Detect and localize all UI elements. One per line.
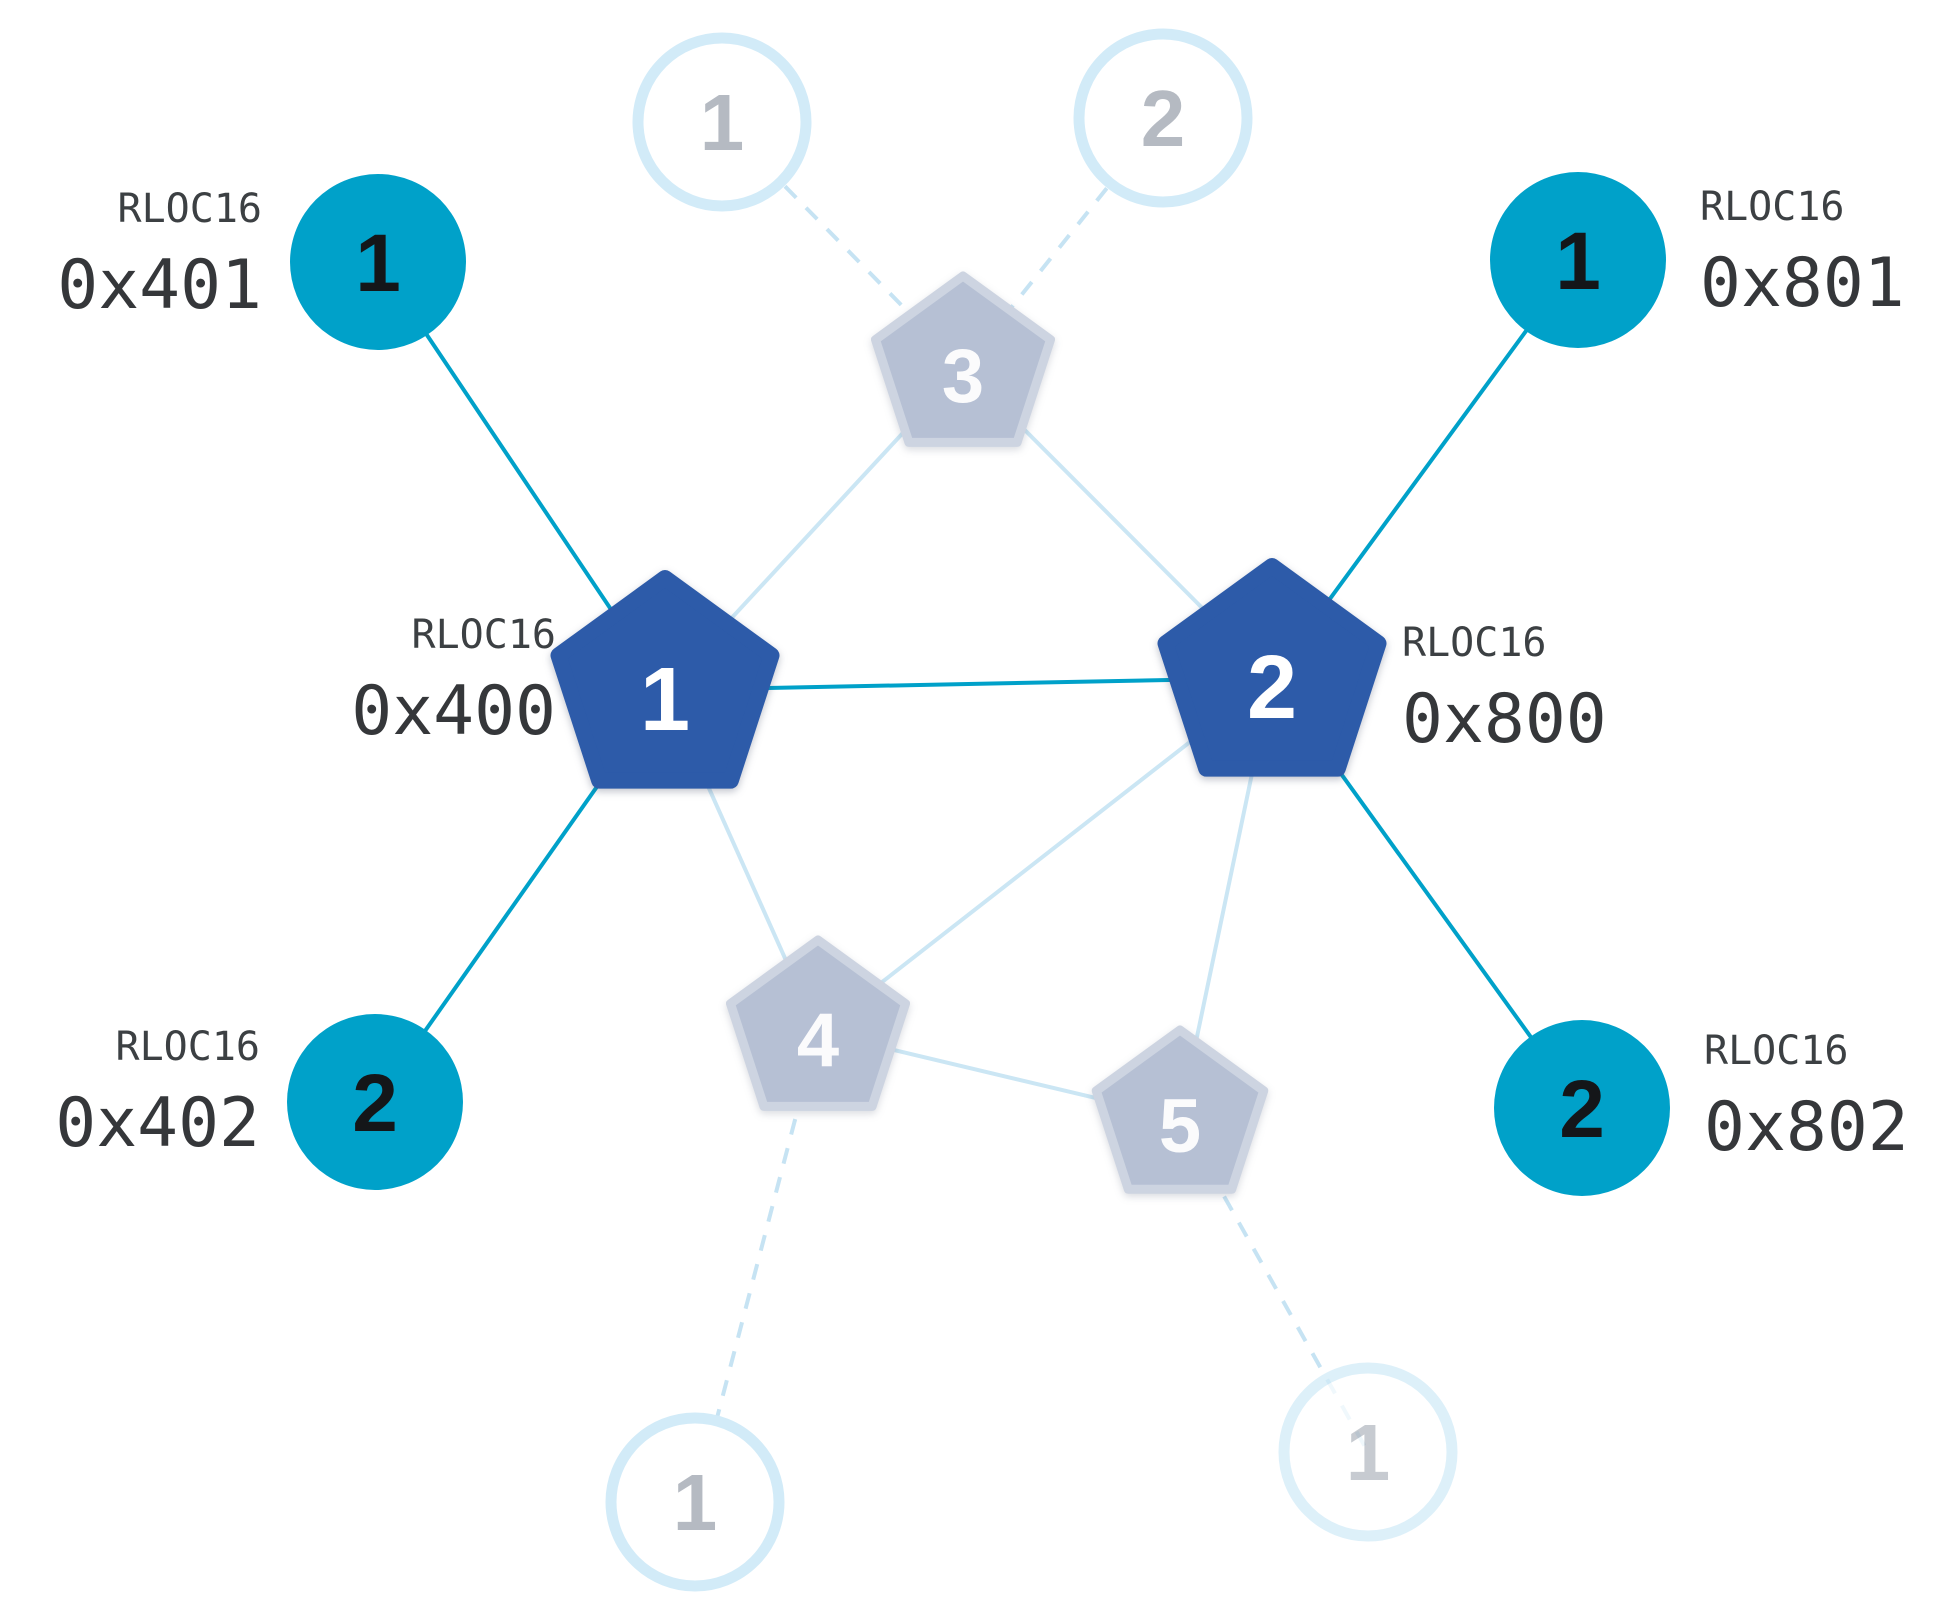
rloc16-caption: RLOC16 [118, 186, 263, 232]
rloc-label-router-0x800: RLOC16 0x800 [1402, 620, 1607, 759]
child-circle [290, 174, 466, 350]
inactive-router-pentagon [726, 935, 910, 1111]
inactive-router-label: 5 [1159, 1084, 1201, 1169]
inactive-child-label: 1 [1346, 1408, 1391, 1497]
rloc16-caption: RLOC16 [1402, 620, 1547, 666]
router-label: 1 [640, 650, 690, 750]
inactive-child-node-bottom-right: 1 [1278, 1362, 1458, 1542]
rloc-label-child-0x801: RLOC16 0x801 [1700, 184, 1905, 323]
inactive-router-pentagon [871, 271, 1055, 447]
child-node-0x801: 1 [1490, 172, 1666, 348]
child-circle [1494, 1020, 1670, 1196]
rloc16-value: 0x802 [1704, 1088, 1909, 1167]
inactive-router-node-4: 4 [726, 935, 910, 1111]
rloc-label-router-0x400: RLOC16 0x400 [351, 612, 556, 751]
child-label: 1 [355, 218, 401, 309]
rloc16-caption: RLOC16 [1700, 184, 1845, 230]
inactive-child-node-top-left: 1 [632, 32, 812, 212]
router-pentagon [550, 570, 780, 789]
rloc16-value: 0x401 [57, 246, 262, 325]
router-pentagon [1157, 558, 1387, 777]
child-node-0x401: 1 [290, 174, 466, 350]
inactive-router-label: 4 [797, 998, 839, 1083]
link-dashed-child2tr-router3 [961, 116, 1165, 370]
child-node-0x402: 2 [287, 1014, 463, 1190]
rloc16-caption: RLOC16 [116, 1024, 261, 1070]
child-circle [287, 1014, 463, 1190]
inactive-router-node-5: 5 [1091, 1025, 1269, 1194]
router-node-0x800: 2 [1157, 558, 1387, 777]
router-node-0x400: 1 [550, 570, 780, 789]
inactive-router-pentagon [1091, 1025, 1269, 1194]
rloc16-value: 0x801 [1700, 244, 1905, 323]
inactive-router-node-3: 3 [871, 271, 1055, 447]
rloc16-value: 0x402 [55, 1084, 260, 1163]
inactive-router-label: 3 [942, 334, 984, 419]
inactive-child-circle [1278, 1362, 1458, 1542]
child-label: 1 [1555, 216, 1601, 307]
child-node-0x802: 2 [1494, 1020, 1670, 1196]
child-circle [1490, 172, 1666, 348]
child-label: 2 [352, 1058, 398, 1149]
rloc-label-child-0x401: RLOC16 0x401 [57, 186, 262, 325]
inactive-child-node-bottom: 1 [605, 1412, 785, 1592]
rloc16-caption: RLOC16 [412, 612, 557, 658]
inactive-child-circle [1073, 28, 1253, 208]
inactive-child-label: 1 [700, 78, 745, 167]
rloc16-value: 0x800 [1402, 680, 1607, 759]
inactive-child-node-top-right: 2 [1073, 28, 1253, 208]
rloc-label-child-0x402: RLOC16 0x402 [55, 1024, 260, 1163]
inactive-child-label: 1 [673, 1458, 718, 1547]
rloc16-value: 0x400 [351, 672, 556, 751]
inactive-child-label: 2 [1141, 74, 1186, 163]
rloc16-caption: RLOC16 [1704, 1028, 1849, 1074]
rloc-label-child-0x802: RLOC16 0x802 [1704, 1028, 1909, 1167]
inactive-child-circle [605, 1412, 785, 1592]
child-label: 2 [1559, 1064, 1605, 1155]
inactive-child-circle [632, 32, 812, 212]
router-label: 2 [1247, 638, 1297, 738]
